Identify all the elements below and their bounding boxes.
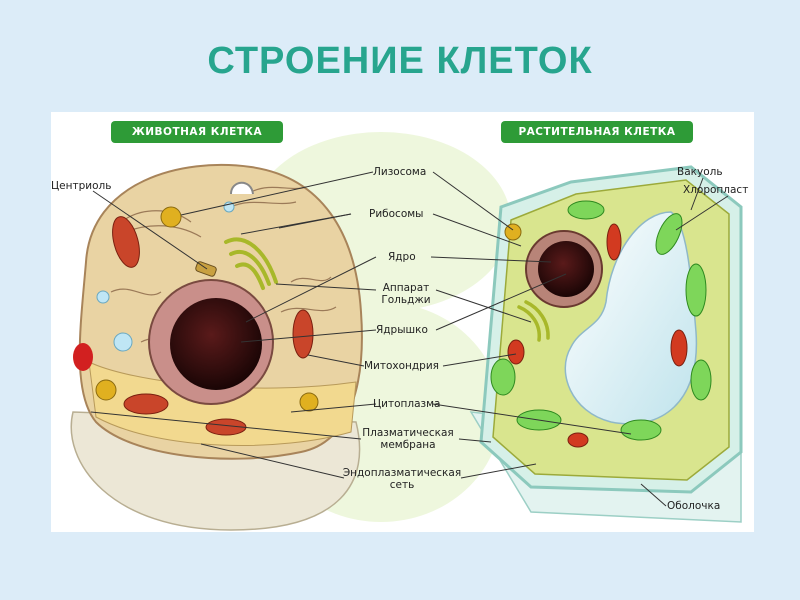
- label-nucleus: Ядро: [388, 251, 416, 263]
- plant-golgi: [517, 300, 550, 342]
- golgi-apparatus: [224, 237, 278, 290]
- label-membrane-line1: Плазматическая: [362, 427, 454, 439]
- label-er: Эндоплазматическая сеть: [340, 467, 464, 491]
- animal-lysosome-1: [160, 206, 182, 228]
- label-membrane-line2: мембрана: [380, 439, 436, 451]
- animal-mitochondrion-2: [292, 309, 314, 359]
- label-cell-wall: Оболочка: [667, 500, 721, 512]
- cells-illustration: [51, 112, 754, 532]
- label-cytoplasm: Цитоплазма: [373, 398, 441, 410]
- plant-lysosome: [504, 223, 522, 241]
- animal-mitochondrion-1: [112, 216, 140, 268]
- plant-mitochondrion-4: [567, 432, 589, 448]
- animal-nucleus: [170, 298, 262, 390]
- plant-vacuole: [564, 211, 698, 425]
- label-golgi-line1: Аппарат: [382, 282, 430, 294]
- label-ribosomes: Рибосомы: [369, 208, 424, 220]
- label-vacuole: Вакуоль: [677, 166, 723, 178]
- page-title: СТРОЕНИЕ КЛЕТОК: [207, 40, 593, 82]
- plant-mitochondrion-1: [606, 223, 622, 261]
- label-golgi: Аппарат Гольджи: [373, 282, 439, 306]
- plant-cell-badge: РАСТИТЕЛЬНАЯ КЛЕТКА: [501, 121, 693, 143]
- leader-lines: [90, 171, 729, 507]
- label-mitochondria: Митохондрия: [364, 360, 439, 372]
- plant-chloroplast-4: [490, 358, 516, 396]
- plant-mitochondrion-2: [670, 329, 688, 367]
- label-er-line1: Эндоплазматическая: [342, 467, 462, 479]
- plant-chloroplast-7: [690, 359, 712, 401]
- animal-red-vesicle: [73, 343, 93, 371]
- label-lysosome: Лизосома: [373, 166, 427, 178]
- label-membrane: Плазматическая мембрана: [355, 427, 461, 451]
- plant-chloroplast-1: [567, 200, 605, 220]
- animal-vesicle-2: [113, 332, 133, 352]
- animal-lysosome-2: [95, 379, 117, 401]
- plant-chloroplast-2: [655, 213, 683, 255]
- animal-mitochondrion-3: [123, 393, 169, 415]
- plant-cell: [469, 165, 743, 523]
- animal-lysosome-3: [299, 392, 319, 412]
- plant-mitochondrion-3: [507, 339, 525, 365]
- animal-cell: [70, 163, 363, 531]
- animal-cell-badge: ЖИВОТНАЯ КЛЕТКА: [111, 121, 283, 143]
- plant-chloroplast-6: [620, 419, 662, 441]
- plant-nucleus: [538, 241, 594, 297]
- label-nucleolus: Ядрышко: [376, 324, 428, 336]
- plant-chloroplast-3: [685, 263, 707, 317]
- label-er-line2: сеть: [389, 479, 415, 491]
- cell-diagram-panel: ЖИВОТНАЯ КЛЕТКА РАСТИТЕЛЬНАЯ КЛЕТКА Цент…: [51, 112, 754, 532]
- label-golgi-line2: Гольджи: [381, 294, 431, 306]
- label-chloroplast: Хлоропласт: [683, 184, 749, 196]
- animal-vesicle-1: [96, 290, 110, 304]
- animal-pinocytic-vesicle: [230, 181, 254, 195]
- label-centriole: Центриоль: [51, 180, 112, 192]
